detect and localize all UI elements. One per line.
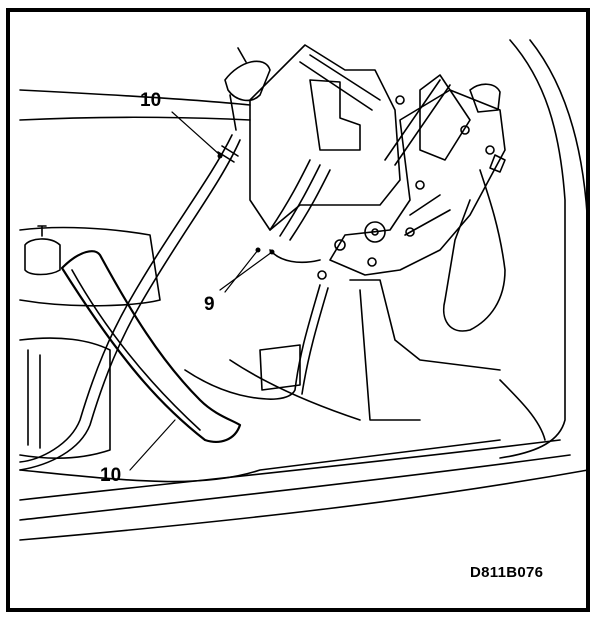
fastener-dot-1 — [269, 249, 275, 255]
lower-bracket — [259, 344, 301, 391]
door-lower-panel — [349, 279, 501, 421]
trim-strip — [60, 250, 242, 443]
trim-strip-inner — [71, 269, 201, 431]
mechanism-arm — [419, 74, 471, 161]
motor-housing — [469, 83, 501, 113]
pivot-large-inner — [371, 228, 379, 236]
leader-9-a — [219, 251, 273, 291]
leader-9-b — [224, 249, 259, 293]
headrest — [24, 238, 61, 276]
lock-link — [269, 249, 321, 264]
motor-leads — [443, 169, 506, 332]
seat-panel — [27, 349, 41, 449]
floor-line — [19, 439, 501, 483]
regulator-rail-1 — [269, 159, 311, 231]
rear-pillar-inner — [529, 39, 589, 231]
plate-slot — [404, 194, 451, 236]
callout-label-middle: 9 — [204, 294, 215, 315]
figure-code: D811B076 — [470, 564, 544, 581]
headrest-post — [37, 225, 47, 237]
callout-label-top: 10 — [140, 90, 162, 111]
mechanism-plate — [329, 89, 506, 276]
bolt-2 — [460, 125, 470, 135]
bolt-3 — [395, 95, 405, 105]
callout-label-bottom: 10 — [100, 465, 122, 486]
bolt-6 — [405, 227, 415, 237]
main-panel — [249, 44, 401, 231]
leader-10-bottom — [129, 419, 176, 471]
bolt-1 — [415, 180, 425, 190]
leader-10-top — [171, 111, 221, 156]
fastener-dot-2 — [255, 247, 261, 253]
seat-back — [19, 226, 161, 307]
hose-inner — [19, 139, 241, 471]
sill-line-3 — [19, 469, 589, 541]
outer-frame — [6, 8, 590, 612]
connector — [489, 154, 506, 173]
rear-pillar — [499, 39, 566, 459]
fastener-dot-3 — [217, 153, 223, 159]
bolt-5 — [367, 257, 377, 267]
regulator-rail-2 — [279, 164, 321, 237]
sill-line-2 — [19, 454, 571, 521]
panel-bar — [299, 54, 381, 111]
door-frame-top — [19, 89, 251, 121]
door-lower-panel-2 — [229, 359, 361, 421]
lower-cable — [184, 284, 321, 400]
sill-line-1 — [19, 439, 561, 501]
lower-cable-2 — [301, 287, 329, 395]
pivot-small — [334, 239, 346, 251]
bolt-4 — [485, 145, 495, 155]
regulator-rail-3 — [289, 169, 331, 241]
hose-top-lines — [229, 47, 247, 131]
hose-top-bracket — [224, 60, 271, 102]
seat-cushion — [19, 337, 111, 460]
bolt-7 — [317, 270, 327, 280]
interior-trim — [499, 379, 546, 441]
pivot-large — [364, 221, 386, 243]
hose-outer — [19, 134, 233, 463]
mechanism-arm-2 — [384, 79, 451, 166]
panel-slot — [309, 79, 361, 151]
